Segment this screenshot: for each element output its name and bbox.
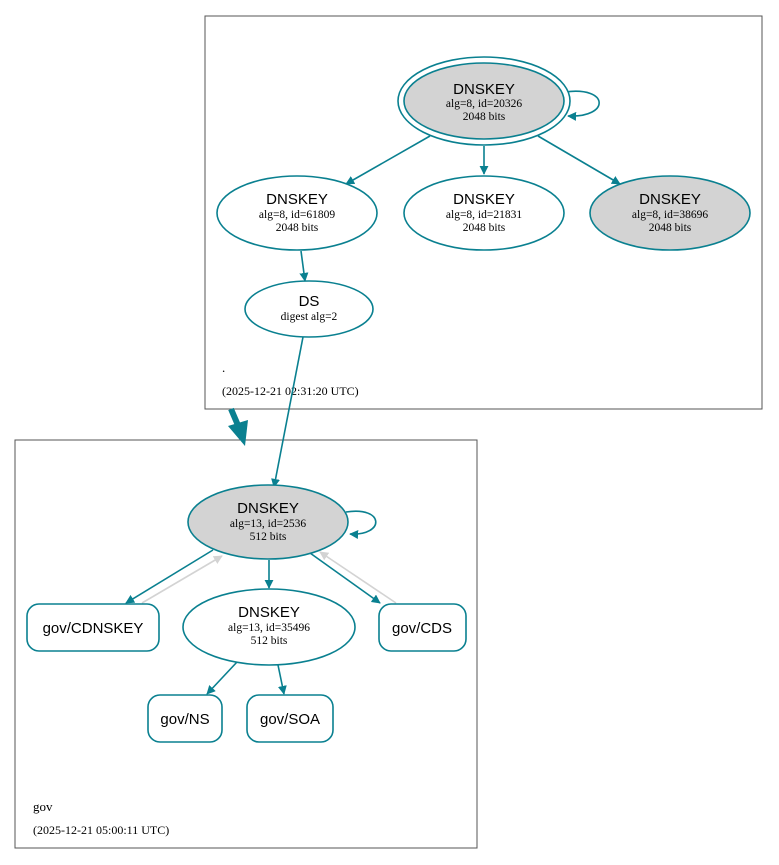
- root-zone-box: [204, 15, 763, 410]
- node-gov-zsk-title: DNSKEY: [238, 604, 300, 621]
- node-gov-cdnskey: gov/CDNSKEY: [26, 603, 160, 652]
- node-root-ksk-line1: alg=8, id=20326: [446, 98, 522, 110]
- node-root-zsk1: DNSKEY alg=8, id=61809 2048 bits: [216, 175, 378, 251]
- node-gov-soa: gov/SOA: [246, 694, 334, 743]
- node-root-zsk2: DNSKEY alg=8, id=21831 2048 bits: [403, 175, 565, 251]
- node-root-zsk1-title: DNSKEY: [266, 191, 328, 208]
- node-root-ds-title: DS: [299, 293, 320, 310]
- edge-gov-ksk-to-cdnskey: [125, 549, 214, 604]
- node-root-key3-line2: 2048 bits: [649, 222, 692, 234]
- node-root-ds: DS digest alg=2: [244, 280, 374, 338]
- node-gov-cds: gov/CDS: [378, 603, 467, 652]
- node-gov-zsk-line1: alg=13, id=35496: [228, 622, 310, 634]
- edge-root-ksk-self: [564, 90, 600, 121]
- node-gov-ns-title: gov/NS: [160, 711, 209, 728]
- node-gov-ksk-line1: alg=13, id=2536: [230, 518, 306, 530]
- node-root-ds-line1: digest alg=2: [281, 311, 338, 323]
- node-root-key3-line1: alg=8, id=38696: [632, 209, 708, 221]
- node-gov-cds-title: gov/CDS: [392, 620, 452, 637]
- node-root-key3-title: DNSKEY: [639, 191, 701, 208]
- gov-zone-box: [14, 439, 478, 849]
- gov-zone-name: gov: [33, 799, 53, 814]
- node-root-zsk1-line1: alg=8, id=61809: [259, 209, 335, 221]
- edge-gov-zsk-to-ns: [206, 661, 238, 695]
- node-root-key3: DNSKEY alg=8, id=38696 2048 bits: [589, 175, 751, 251]
- node-root-zsk2-line2: 2048 bits: [463, 222, 506, 234]
- node-gov-zsk: DNSKEY alg=13, id=35496 512 bits: [182, 588, 356, 666]
- node-gov-ksk: DNSKEY alg=13, id=2536 512 bits: [187, 484, 349, 560]
- edge-root-ksk-to-key3: [537, 135, 621, 185]
- node-gov-zsk-line2: 512 bits: [251, 635, 288, 647]
- edge-zsk1-to-ds: [299, 250, 309, 282]
- edge-gov-ksk-to-cds: [309, 552, 381, 604]
- edge-gov-zsk-to-soa: [277, 664, 287, 695]
- node-root-zsk2-line1: alg=8, id=21831: [446, 209, 522, 221]
- node-root-ksk-title: DNSKEY: [453, 81, 515, 98]
- edge-cds-to-gov-ksk-ghost: [319, 551, 397, 604]
- root-zone-timestamp: (2025-12-21 02:31:20 UTC): [222, 384, 359, 398]
- node-root-ksk: DNSKEY alg=8, id=20326 2048 bits: [397, 56, 571, 146]
- edge-cdnskey-to-gov-ksk-ghost: [141, 555, 223, 604]
- node-root-zsk2-title: DNSKEY: [453, 191, 515, 208]
- root-zone-name: .: [222, 360, 225, 375]
- edge-gov-ksk-self: [345, 510, 377, 539]
- node-gov-cdnskey-title: gov/CDNSKEY: [43, 620, 144, 637]
- node-root-zsk1-line2: 2048 bits: [276, 222, 319, 234]
- edge-ds-to-gov-ksk: [271, 336, 304, 488]
- node-gov-ksk-title: DNSKEY: [237, 500, 299, 517]
- edge-root-ksk-to-zsk1: [345, 135, 431, 185]
- delegation-arrowhead: [228, 420, 248, 446]
- node-gov-soa-title: gov/SOA: [260, 711, 320, 728]
- node-gov-ksk-line2: 512 bits: [250, 531, 287, 543]
- node-gov-ns: gov/NS: [147, 694, 223, 743]
- gov-zone-timestamp: (2025-12-21 05:00:11 UTC): [33, 823, 169, 837]
- node-root-ksk-line2: 2048 bits: [463, 111, 506, 123]
